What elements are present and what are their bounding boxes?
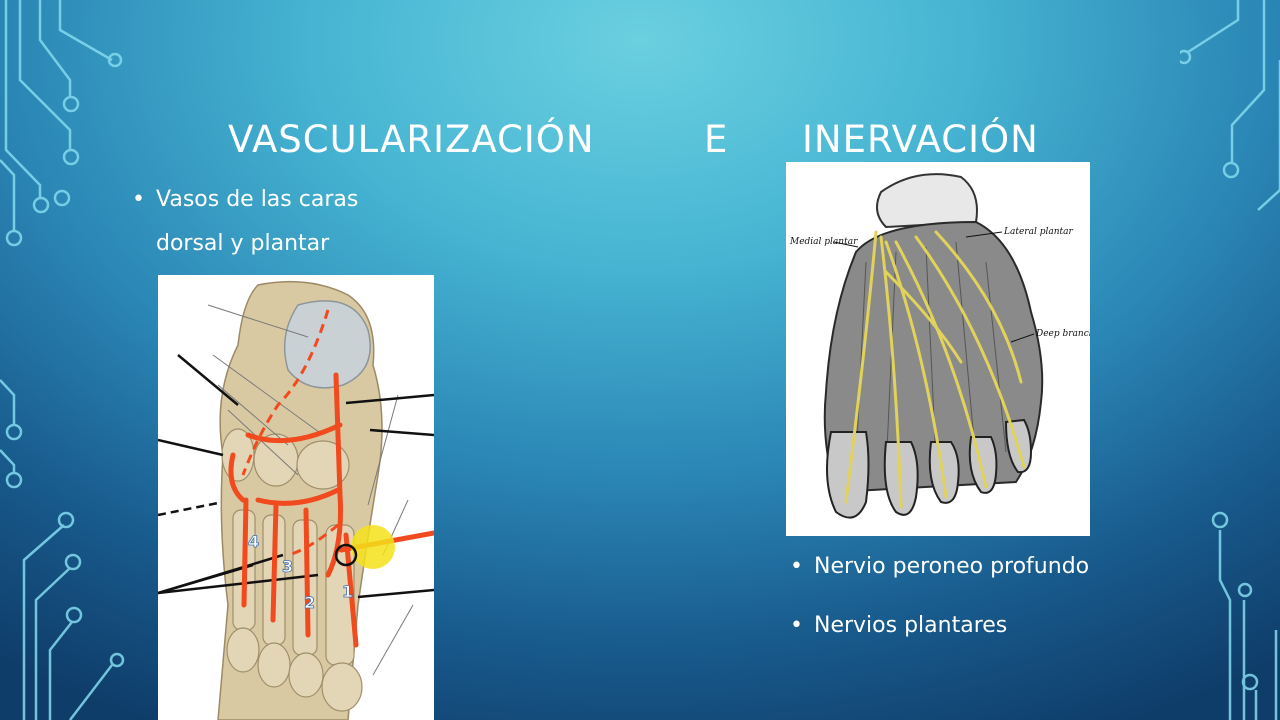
- vessel-number-4: 4: [248, 532, 259, 551]
- title-part-inervacion: INERVACIÓN: [802, 118, 1039, 161]
- bullet-item: Nervio peroneo profundo: [790, 545, 1090, 589]
- slide-title: VASCULARIZACIÓN E INERVACIÓN: [0, 118, 1280, 170]
- vessel-number-2: 2: [304, 593, 315, 612]
- circuit-decoration-left: [0, 0, 125, 720]
- nerve-label-medial: Medial plantar: [789, 237, 858, 247]
- right-bullet-list: Nervio peroneo profundo Nervios plantare…: [790, 545, 1090, 663]
- vessel-number-1: 1: [342, 582, 353, 601]
- foot-nerves-image: Medial plantar Lateral plantar Deep bran…: [786, 162, 1090, 536]
- nerve-label-deep: Deep branch: [1035, 329, 1090, 339]
- vessel-number-3: 3: [282, 557, 293, 576]
- circuit-decoration-right: [1180, 0, 1280, 720]
- title-part-vascularizacion: VASCULARIZACIÓN: [228, 118, 595, 161]
- title-part-e: E: [704, 118, 729, 161]
- bullet-item: Nervios plantares: [790, 604, 1090, 648]
- nerve-label-lateral: Lateral plantar: [1003, 227, 1073, 237]
- left-bullet-list: Vasos de las caras dorsal y plantar: [132, 178, 422, 266]
- bullet-item: Vasos de las caras dorsal y plantar: [132, 178, 422, 266]
- foot-vessels-image: 4 3 2 1: [158, 275, 434, 720]
